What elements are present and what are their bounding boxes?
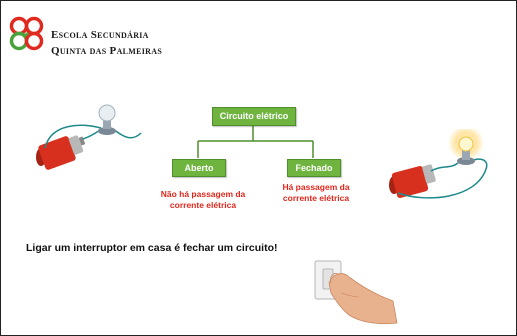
diagram-root-box: Circuito elétrico [212,107,296,126]
open-circuit-illustration [36,104,142,170]
school-name-line2: Quinta das Palmeiras [51,45,163,57]
light-bulb-icon [98,104,116,135]
closed-circuit-illustration [389,129,488,199]
branch-closed-description: Há passagem da corrente elétrica [261,182,371,204]
battery-icon [389,164,436,199]
statement-text: Ligar um interruptor em casa é fechar um… [26,242,278,254]
branch-open-box: Aberto [172,159,226,177]
light-bulb-icon [457,136,475,165]
hand-icon [328,273,398,325]
light-switch-illustration [314,260,398,325]
school-name: Escola Secundária Quinta das Palmeiras [51,27,162,59]
branch-closed-box: Fechado [287,159,341,177]
branch-open-description: Não há passagem da corrente elétrica [148,189,258,211]
branch-closed-description-line2: corrente elétrica [282,193,350,203]
branch-open-description-line1: Não há passagem da [160,189,246,199]
school-name-line1: Escola Secundária [51,29,149,41]
branch-closed-description-line1: Há passagem da [282,182,350,192]
school-logo-icon [9,16,44,51]
branch-open-description-line2: corrente elétrica [169,200,237,210]
battery-icon [36,135,86,170]
